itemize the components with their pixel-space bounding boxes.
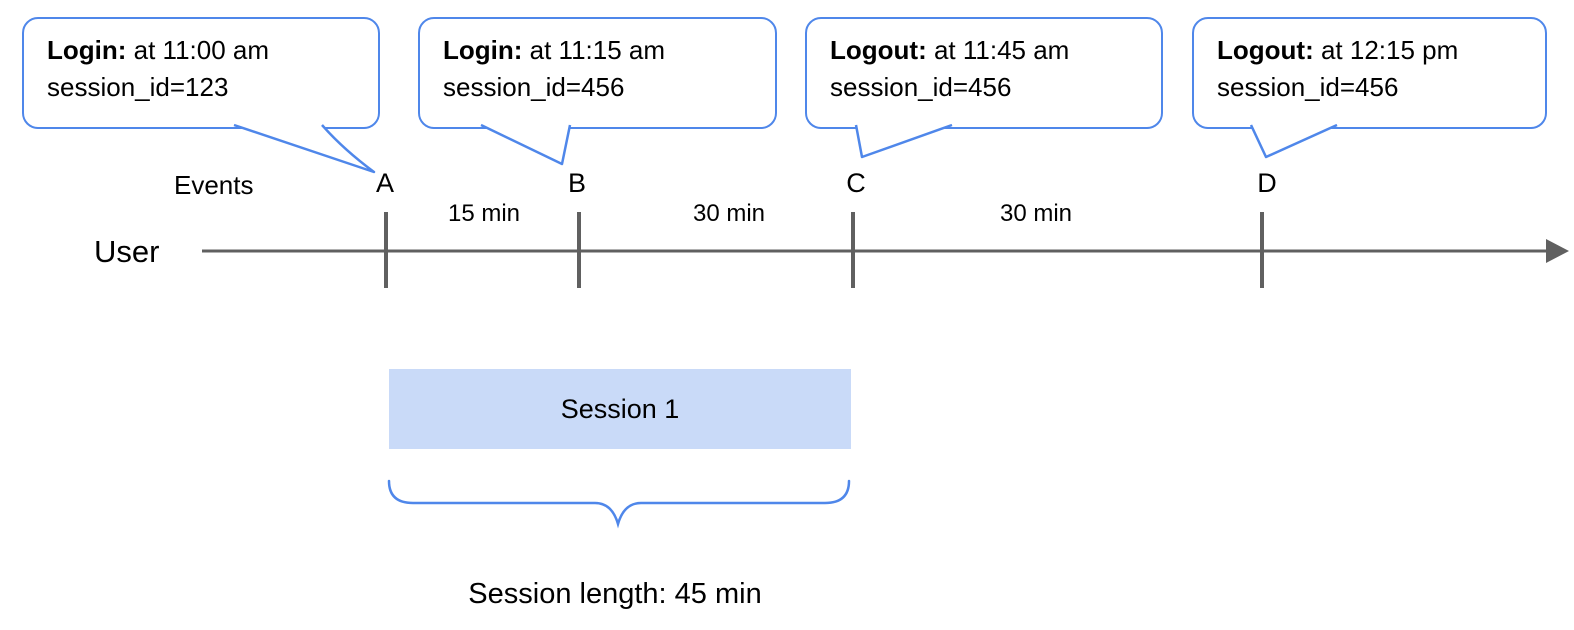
session-length-label: Session length: 45 min	[468, 578, 762, 610]
event-type-label: Logout:	[1217, 35, 1314, 65]
session-id-label: session_id=123	[47, 72, 229, 102]
timeline-arrowhead	[1546, 239, 1569, 263]
interval-label-cd: 30 min	[999, 200, 1073, 227]
user-row-label: User	[94, 234, 160, 269]
session-length-brace	[387, 479, 851, 529]
callout-logout-d: Logout: at 12:15 pm session_id=456	[1192, 17, 1547, 129]
event-type-label: Logout:	[830, 35, 927, 65]
callout-line1: Login: at 11:15 am	[443, 32, 752, 69]
event-time-label: at 11:45 am	[926, 35, 1070, 65]
callout-tail-b	[480, 123, 572, 166]
session-id-label: session_id=456	[1217, 72, 1399, 102]
callout-logout-c: Logout: at 11:45 am session_id=456	[805, 17, 1163, 129]
callout-login-a: Login: at 11:00 am session_id=123	[22, 17, 380, 129]
event-marker-a: A	[375, 168, 395, 198]
callout-line1: Logout: at 12:15 pm	[1217, 32, 1522, 69]
event-time-label: at 12:15 pm	[1313, 35, 1459, 65]
event-type-label: Login:	[443, 35, 523, 65]
session-id-label: session_id=456	[443, 72, 625, 102]
event-marker-d: D	[1257, 168, 1277, 198]
callout-line1: Logout: at 11:45 am	[830, 32, 1138, 69]
callout-tail-a	[233, 123, 376, 174]
callout-login-b: Login: at 11:15 am session_id=456	[418, 17, 777, 129]
callout-tail-c	[854, 123, 953, 159]
event-time-label: at 11:00 am	[126, 35, 270, 65]
session-1-label: Session 1	[560, 393, 680, 424]
interval-label-ab: 15 min	[447, 200, 521, 227]
session-id-label: session_id=456	[830, 72, 1012, 102]
session-1-box: Session 1	[389, 369, 851, 449]
event-marker-b: B	[567, 168, 587, 198]
event-type-label: Login:	[47, 35, 127, 65]
interval-label-bc: 30 min	[692, 200, 766, 227]
event-marker-c: C	[846, 168, 866, 198]
callout-line1: Login: at 11:00 am	[47, 32, 355, 69]
event-time-label: at 11:15 am	[522, 35, 666, 65]
events-axis-label: Events	[174, 170, 254, 200]
callout-tail-d	[1249, 123, 1338, 159]
